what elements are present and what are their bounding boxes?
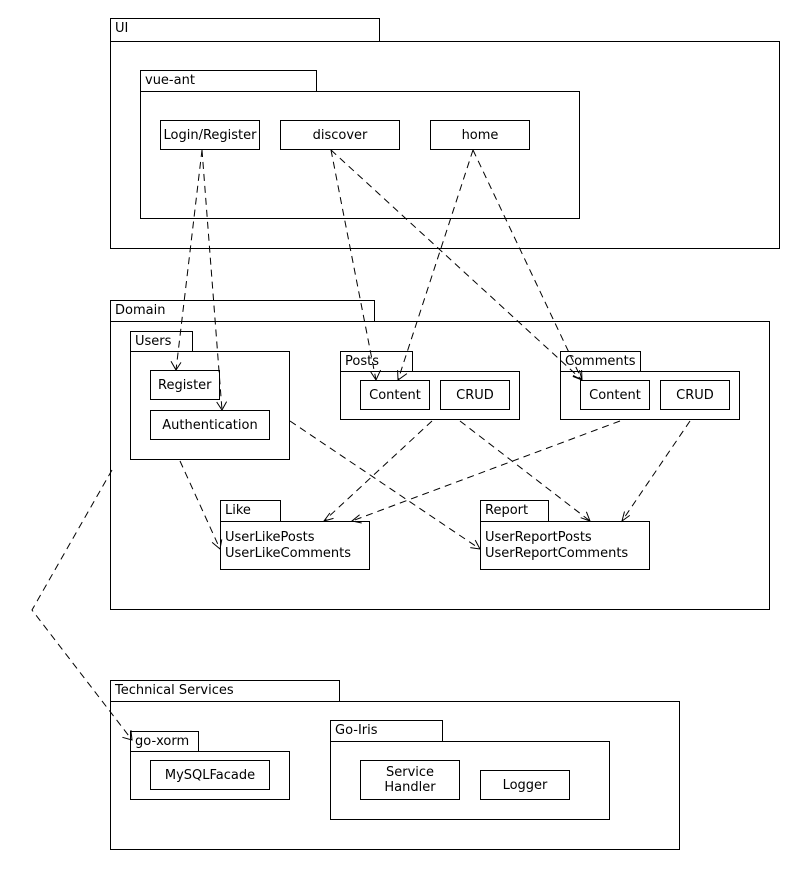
authentication-component: Authentication <box>150 410 270 440</box>
vue-ant-package-frame <box>140 91 580 219</box>
users-package-tab: Users <box>130 331 193 352</box>
report-package-tab: Report <box>480 500 549 522</box>
users-package-title: Users <box>135 334 172 349</box>
comments-crud-component: CRUD <box>660 380 730 410</box>
ui-layer-title: UI <box>115 21 129 36</box>
go-xorm-package-tab: go-xorm <box>130 731 199 752</box>
report-package-frame <box>480 521 650 570</box>
posts-crud-component: CRUD <box>440 380 510 410</box>
technical-services-layer-title: Technical Services <box>115 683 234 698</box>
go-iris-package-tab: Go-Iris <box>330 720 443 742</box>
service-handler-component: Service Handler <box>360 760 460 800</box>
discover-component: discover <box>280 120 400 150</box>
posts-package-title: Posts <box>345 354 379 369</box>
users-package-frame <box>130 351 290 460</box>
like-package-tab: Like <box>220 500 281 522</box>
user-report-comments-label: UserReportComments <box>485 546 629 561</box>
technical-services-layer-tab: Technical Services <box>110 680 340 702</box>
user-like-posts-label: UserLikePosts <box>225 530 315 545</box>
user-report-posts-label: UserReportPosts <box>485 530 592 545</box>
go-iris-package-title: Go-Iris <box>335 723 378 738</box>
posts-content-component: Content <box>360 380 430 410</box>
comments-package-title: Comments <box>565 354 636 369</box>
domain-layer-tab: Domain <box>110 300 375 322</box>
mysql-facade-component: MySQLFacade <box>150 760 270 790</box>
domain-layer-title: Domain <box>115 303 166 318</box>
home-component: home <box>430 120 530 150</box>
go-xorm-package-title: go-xorm <box>135 734 190 749</box>
user-like-comments-label: UserLikeComments <box>225 546 352 561</box>
comments-content-component: Content <box>580 380 650 410</box>
report-package-title: Report <box>485 503 529 518</box>
like-package-title: Like <box>225 503 251 518</box>
register-component: Register <box>150 370 220 400</box>
posts-package-tab: Posts <box>340 351 413 372</box>
ui-layer-tab: UI <box>110 18 380 42</box>
login-register-component: Login/Register <box>160 120 260 150</box>
logger-component: Logger <box>480 770 570 800</box>
comments-package-tab: Comments <box>560 351 641 372</box>
vue-ant-package-title: vue-ant <box>145 73 195 88</box>
vue-ant-package-tab: vue-ant <box>140 70 317 92</box>
